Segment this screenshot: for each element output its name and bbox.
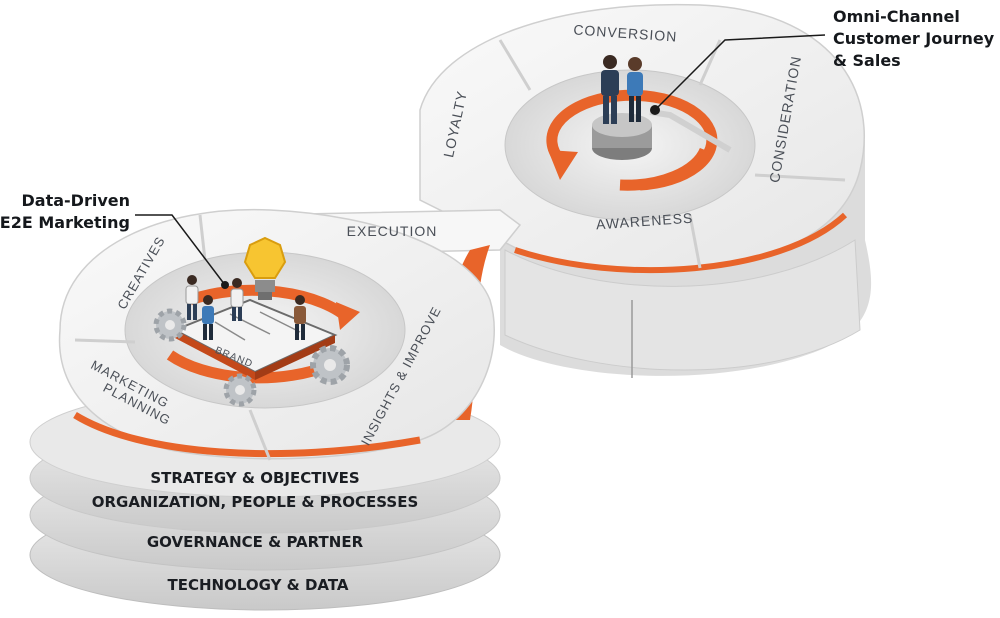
lightbulb-icon bbox=[243, 236, 287, 300]
label-conversion: CONVERSION bbox=[573, 21, 678, 44]
layer-strategy: STRATEGY & OBJECTIVES bbox=[150, 469, 359, 487]
layer-organization: ORGANIZATION, PEOPLE & PROCESSES bbox=[92, 493, 419, 511]
cycle-arrow-icon bbox=[546, 89, 718, 191]
callout-omni-line3: & Sales bbox=[833, 51, 901, 70]
gear-icon bbox=[310, 345, 350, 385]
person-icon bbox=[627, 57, 643, 122]
callout-omni-line2: Customer Journey bbox=[833, 29, 995, 48]
person-icon bbox=[230, 278, 244, 321]
person-icon bbox=[185, 275, 199, 320]
layer-technology: TECHNOLOGY & DATA bbox=[167, 576, 348, 594]
label-awareness: AWARENESS bbox=[595, 210, 693, 233]
person-icon bbox=[202, 295, 214, 340]
layer-governance: GOVERNANCE & PARTNER bbox=[147, 533, 364, 551]
gear-icon bbox=[153, 308, 187, 342]
person-icon bbox=[601, 55, 619, 124]
callout-data-driven: Data-Driven E2E Marketing bbox=[0, 191, 229, 289]
callout-omni-line1: Omni-Channel bbox=[833, 7, 960, 26]
pedestal-icon bbox=[592, 113, 652, 160]
callout-data-line2: E2E Marketing bbox=[0, 213, 130, 232]
callout-data-line1: Data-Driven bbox=[22, 191, 131, 210]
gear-icon bbox=[223, 373, 257, 407]
brand-platform bbox=[172, 298, 338, 380]
label-execution: EXECUTION bbox=[347, 223, 438, 239]
callout-omni-channel: Omni-Channel Customer Journey & Sales bbox=[650, 7, 995, 115]
person-icon bbox=[294, 295, 306, 340]
